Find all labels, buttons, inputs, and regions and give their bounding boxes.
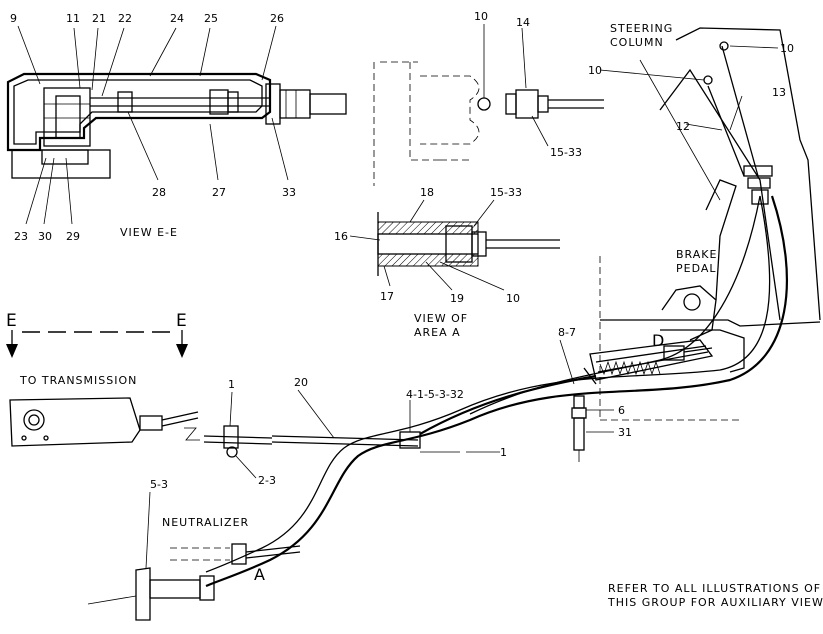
- area-a-top-detail: [373, 24, 604, 186]
- callout-17: 17: [380, 290, 394, 303]
- area-a-mark: A: [254, 565, 265, 584]
- section-arrow-right-icon: [176, 344, 188, 358]
- callout-18: 18: [420, 186, 434, 199]
- callout-9: 9: [10, 12, 17, 25]
- callout-31: 31: [618, 426, 632, 439]
- view-area-a-drawing: [349, 199, 560, 291]
- view-area-a-callouts: 18 15-33 16 17 19 10 VIEW OF AREA A: [334, 186, 522, 339]
- footnote-line1: REFER TO ALL ILLUSTRATIONS OF: [608, 582, 821, 595]
- neutralizer-label: NEUTRALIZER: [162, 516, 249, 529]
- steering-column-callouts: 10 10 13 12 STEERING COLUMN BRAKE PEDAL …: [588, 22, 794, 350]
- view-ee-drawing: [6, 25, 347, 225]
- callout-10-steering-mid: 10: [588, 64, 602, 77]
- callout-10-steering-top: 10: [780, 42, 794, 55]
- view-ee-callouts: 9 11 21 22 24 25 26 28 27 33 23 30 29 VI…: [10, 12, 296, 243]
- callout-19: 19: [450, 292, 464, 305]
- cable-routing: [6, 195, 788, 621]
- callout-33: 33: [282, 186, 296, 199]
- callout-6: 6: [618, 404, 625, 417]
- area-d-mark: D: [652, 331, 664, 350]
- callout-26: 26: [270, 12, 284, 25]
- callout-21: 21: [92, 12, 106, 25]
- to-transmission-label: TO TRANSMISSION: [19, 374, 137, 387]
- callout-22: 22: [118, 12, 132, 25]
- callout-1-bottom: 1: [500, 446, 507, 459]
- section-mark-left: E: [6, 311, 17, 331]
- callout-14: 14: [516, 16, 530, 29]
- area-a-top-callouts: 10 14 15-33: [474, 10, 582, 159]
- callout-20: 20: [294, 376, 308, 389]
- view-area-a-title-line2: AREA A: [414, 326, 461, 339]
- brake-pedal-label-line1: BRAKE: [676, 248, 717, 261]
- callout-25: 25: [204, 12, 218, 25]
- callout-10-top: 10: [474, 10, 488, 23]
- callout-11: 11: [66, 12, 80, 25]
- view-area-a-title-line1: VIEW OF: [414, 312, 468, 325]
- callout-30: 30: [38, 230, 52, 243]
- callout-15-33: 15-33: [490, 186, 522, 199]
- footnote-line2: THIS GROUP FOR AUXILIARY VIEWS: [607, 596, 823, 609]
- brake-pedal-label-line2: PEDAL: [676, 262, 717, 275]
- callout-23: 23: [14, 230, 28, 243]
- callout-4-1-5-3-32: 4-1-5-3-32: [406, 388, 464, 401]
- callout-13: 13: [772, 86, 786, 99]
- spring-coils: [599, 360, 661, 376]
- steering-column-drawing: [589, 27, 821, 421]
- callout-28: 28: [152, 186, 166, 199]
- callout-15-33-top: 15-33: [550, 146, 582, 159]
- section-arrow-left-icon: [6, 344, 18, 358]
- steering-column-label-line2: COLUMN: [610, 36, 664, 49]
- main-callouts: 8-7 6 31 20 4-1-5-3-32 1 2-3 1 5-3 E E A…: [6, 311, 823, 609]
- callout-29: 29: [66, 230, 80, 243]
- steering-column-label-line1: STEERING: [610, 22, 673, 35]
- callout-24: 24: [170, 12, 184, 25]
- view-ee-title: VIEW E-E: [120, 226, 178, 239]
- callout-27: 27: [212, 186, 226, 199]
- callout-1-left: 1: [228, 378, 235, 391]
- callout-5-3: 5-3: [150, 478, 168, 491]
- callout-10-area-a: 10: [506, 292, 520, 305]
- callout-16: 16: [334, 230, 348, 243]
- callout-2-3: 2-3: [258, 474, 276, 487]
- callout-12: 12: [676, 120, 690, 133]
- callout-8-7: 8-7: [558, 326, 576, 339]
- section-mark-right: E: [176, 311, 187, 331]
